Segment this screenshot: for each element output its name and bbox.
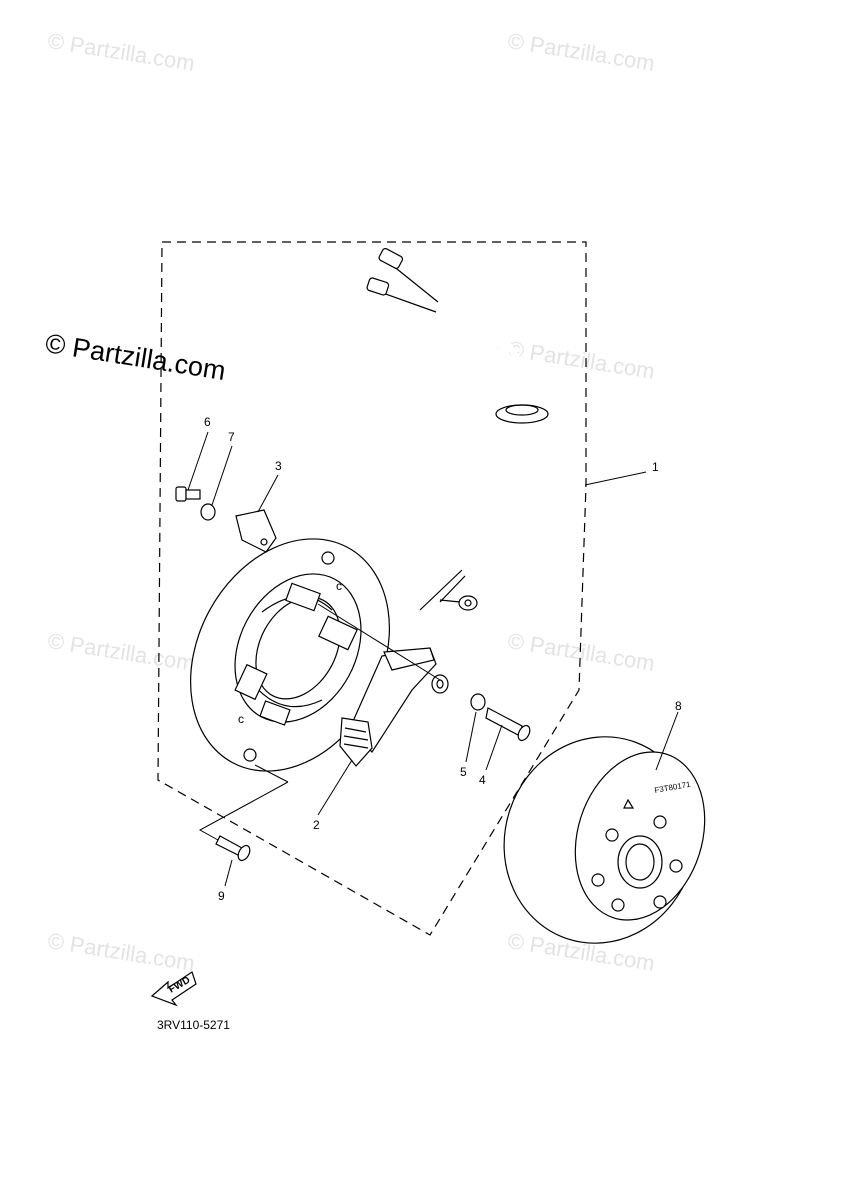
- callout-8: 8: [675, 699, 682, 713]
- callout-1: 1: [652, 460, 659, 474]
- callout-7: 7: [228, 430, 235, 444]
- callout-3: 3: [275, 459, 282, 473]
- svg-text:c: c: [336, 579, 342, 593]
- screw-9: [215, 835, 251, 862]
- forward-arrow-icon: FWD: [150, 971, 197, 1007]
- svg-text:c: c: [238, 712, 244, 726]
- part-code: 3RV110-5271: [157, 1018, 230, 1032]
- screw-6: [175, 486, 201, 502]
- washer-7: [200, 503, 216, 521]
- callout-9: 9: [218, 889, 225, 903]
- flywheel: F3T80171: [503, 736, 706, 944]
- callout-4: 4: [479, 773, 486, 787]
- pulser-coil: [339, 647, 437, 767]
- leader-lines: [187, 431, 679, 887]
- callout-5: 5: [460, 765, 467, 779]
- stator-plate: c c: [190, 538, 390, 772]
- wire-harness: [366, 247, 549, 611]
- bracket: [235, 509, 277, 553]
- callout-2: 2: [313, 818, 320, 832]
- collar: [431, 674, 449, 694]
- bolt-4: [485, 707, 531, 742]
- washer-5: [470, 693, 486, 711]
- assembly-boundary: [157, 241, 587, 936]
- callout-6: 6: [204, 415, 211, 429]
